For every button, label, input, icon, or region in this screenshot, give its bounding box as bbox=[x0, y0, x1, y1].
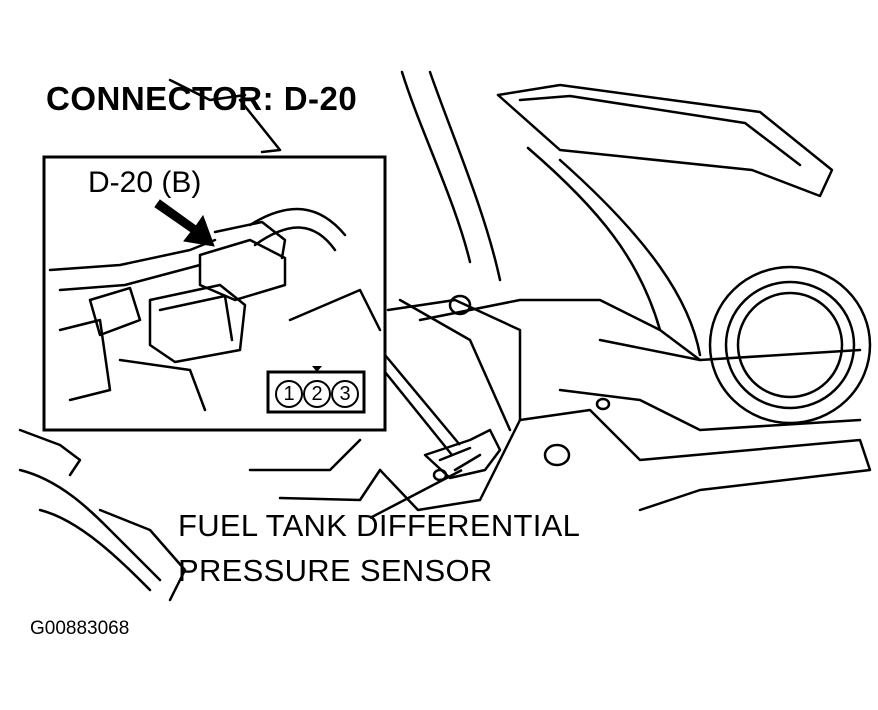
arrow-icon bbox=[154, 199, 215, 247]
rear-window-inner bbox=[518, 94, 802, 167]
component-label-line2: PRESSURE SENSOR bbox=[178, 553, 493, 588]
connector-label: D-20 (B) bbox=[88, 166, 202, 199]
connector-pin-3: 3 bbox=[331, 380, 359, 408]
connector-pin-1: 1 bbox=[275, 380, 303, 408]
inset-bracket bbox=[118, 358, 207, 412]
floor-panel bbox=[558, 388, 862, 432]
body-outline bbox=[400, 70, 472, 264]
sensor-leader-line bbox=[369, 468, 463, 520]
inset-bracket bbox=[58, 318, 112, 402]
speaker-mid bbox=[724, 280, 856, 410]
body-outline bbox=[428, 70, 502, 282]
body-outline bbox=[38, 508, 152, 592]
inset-harness bbox=[48, 238, 217, 272]
body-outline bbox=[238, 98, 282, 154]
floor-panel bbox=[518, 408, 872, 512]
inset-hose bbox=[253, 226, 337, 252]
floor-panel bbox=[278, 468, 382, 502]
quarter-panel bbox=[526, 146, 862, 362]
mount-bolt bbox=[448, 294, 472, 316]
body-outline bbox=[98, 508, 187, 602]
body-outline bbox=[168, 78, 247, 102]
connector-key bbox=[312, 366, 322, 372]
body-outline bbox=[18, 468, 162, 582]
floor-panel bbox=[398, 298, 512, 432]
side-trim bbox=[598, 338, 702, 362]
inset-connector-body bbox=[213, 220, 287, 260]
inset-callout-line bbox=[384, 354, 461, 446]
pressure-sensor bbox=[438, 446, 482, 472]
page-title: CONNECTOR: D-20 bbox=[46, 80, 358, 117]
inset-sensor-body bbox=[148, 283, 247, 364]
inset-callout-line bbox=[384, 371, 453, 456]
speaker-outer bbox=[708, 265, 872, 425]
quarter-panel bbox=[558, 158, 702, 357]
inset-connector-body bbox=[198, 238, 287, 302]
inset-hose bbox=[248, 207, 347, 237]
body-outline bbox=[18, 428, 82, 477]
inset-bracket bbox=[288, 288, 382, 332]
inset-harness bbox=[58, 263, 202, 292]
component-label-line1: FUEL TANK DIFFERENTIAL bbox=[178, 508, 581, 543]
inset-bracket bbox=[88, 286, 142, 337]
figure-id: G00883068 bbox=[30, 618, 130, 639]
inset-sensor-body bbox=[158, 294, 234, 342]
floor-panel bbox=[248, 438, 362, 472]
mount-bolt bbox=[595, 397, 611, 411]
connector-pin-2: 2 bbox=[303, 380, 331, 408]
side-trim bbox=[418, 298, 662, 332]
rear-window-frame bbox=[496, 83, 834, 198]
mount-bolt bbox=[543, 443, 571, 467]
speaker-inner bbox=[736, 291, 844, 399]
pressure-sensor bbox=[423, 428, 502, 480]
